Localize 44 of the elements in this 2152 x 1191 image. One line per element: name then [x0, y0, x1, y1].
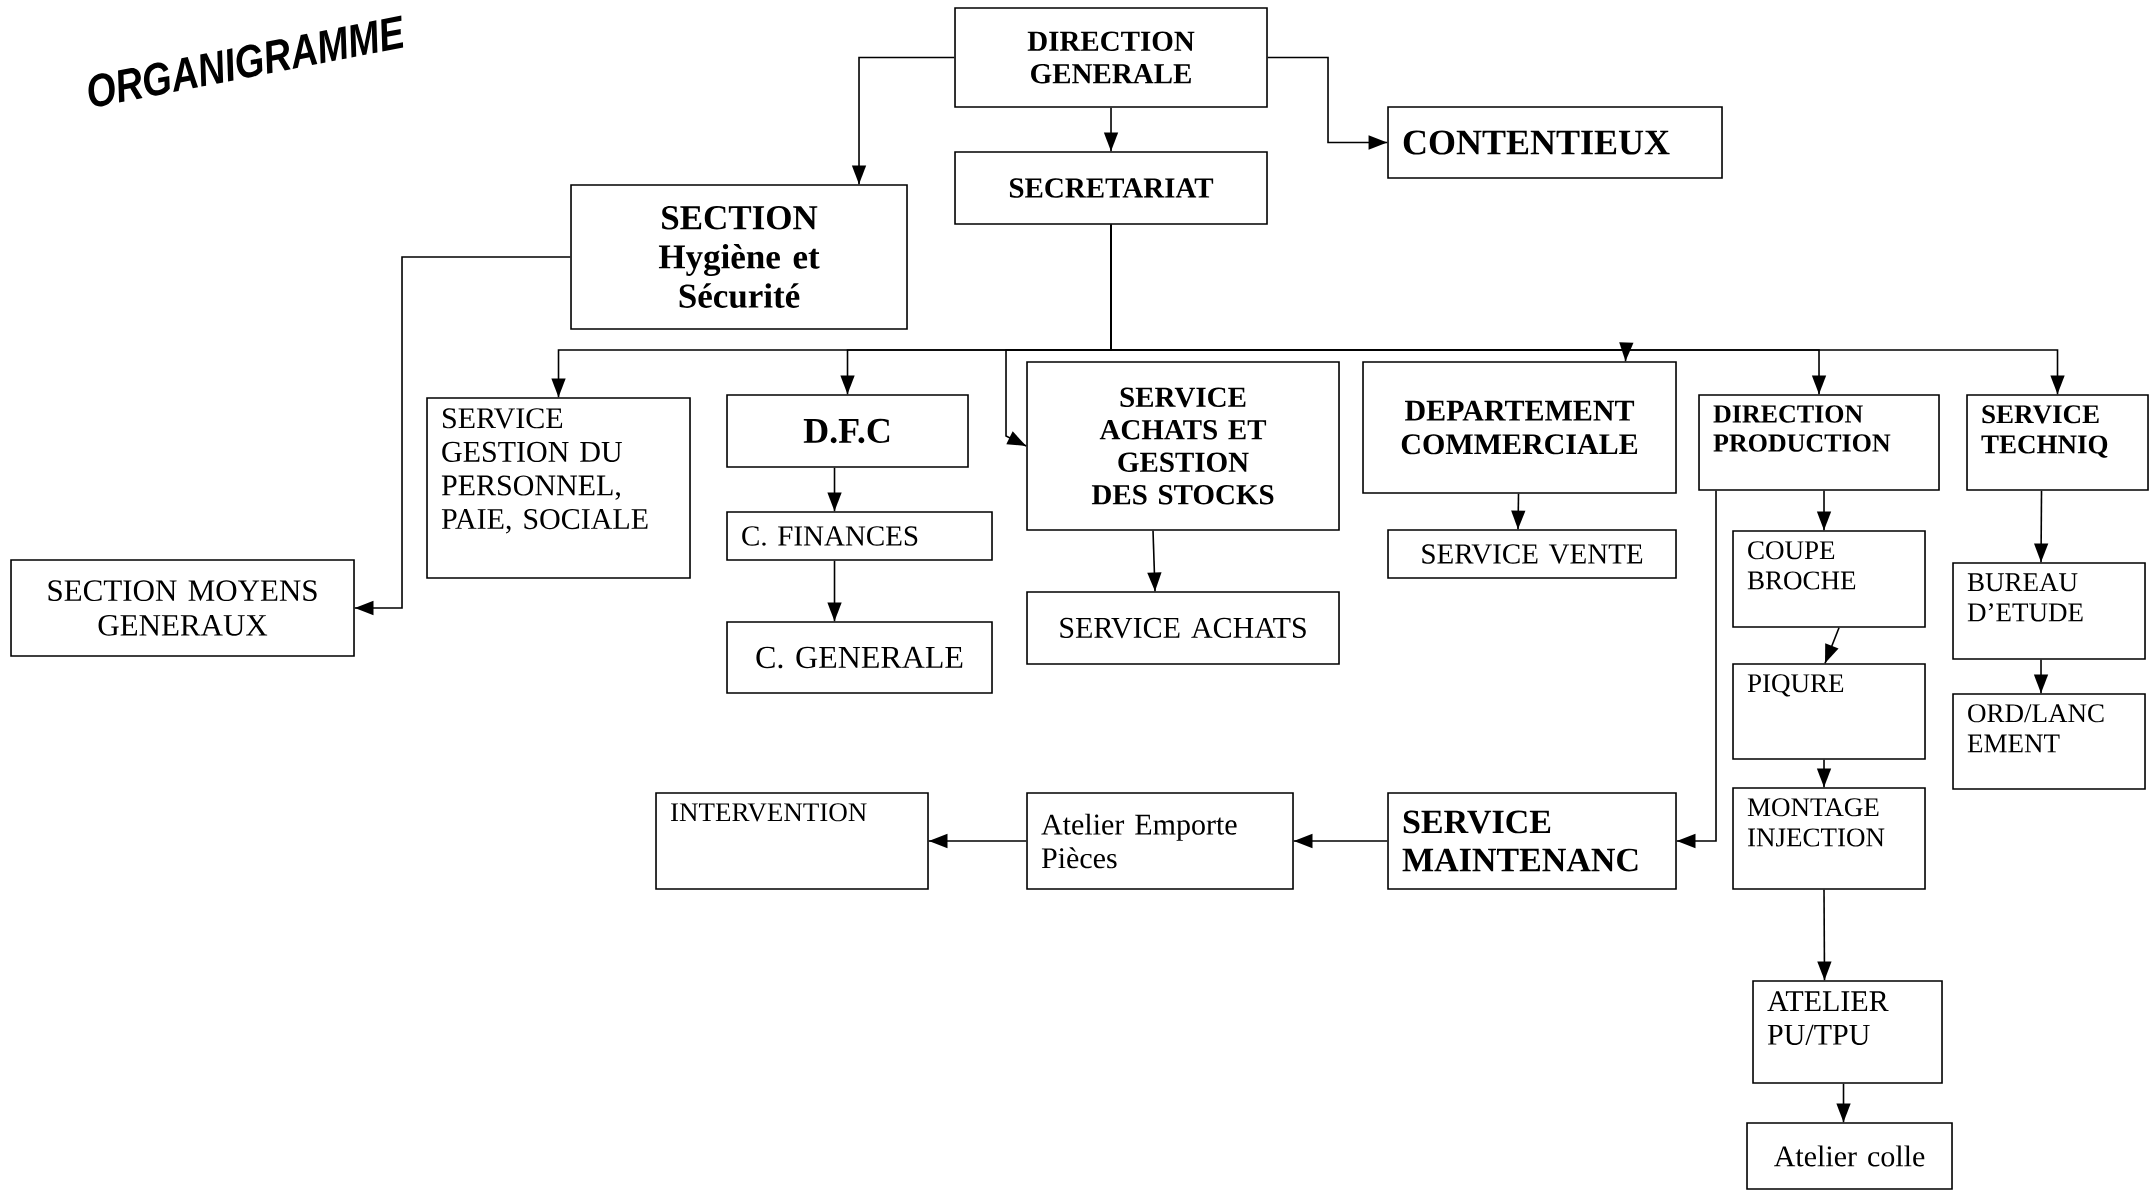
arrow	[1267, 56, 1388, 150]
arrow	[1103, 107, 1119, 152]
arrow	[1511, 493, 1526, 530]
arrow	[851, 56, 955, 185]
arrow	[1816, 490, 1832, 531]
arrow	[827, 560, 842, 622]
org-box: BUREAU D’ETUDE	[1952, 562, 2146, 660]
org-box: DIRECTION GENERALE	[954, 7, 1268, 108]
org-box: DIRECTION PRODUCTION	[1698, 394, 1940, 491]
org-box: Atelier colle	[1746, 1122, 1953, 1190]
org-box: SECTION MOYENS GENERAUX	[10, 559, 355, 657]
org-box: COUPE BROCHE	[1732, 530, 1926, 628]
org-box: SECRETARIAT	[954, 151, 1268, 225]
org-box: SERVICE TECHNIQ	[1966, 394, 2149, 491]
org-box: Atelier Emporte Pièces	[1026, 792, 1294, 890]
org-box: CONTENTIEUX	[1387, 106, 1723, 179]
org-box: ATELIER PU/TPU	[1752, 980, 1943, 1084]
org-box: SECTION Hygiène et Sécurité	[570, 184, 908, 330]
arrow	[1824, 627, 1840, 664]
arrow	[2034, 490, 2049, 563]
arrow	[928, 833, 1027, 849]
arrow	[1110, 224, 2065, 395]
arrow	[1293, 833, 1388, 849]
arrow	[827, 467, 842, 512]
org-box: SERVICE ACHATS ET GESTION DES STOCKS	[1026, 361, 1340, 531]
org-box: SERVICE GESTION DU PERSONNEL, PAIE, SOCIALE	[426, 397, 691, 579]
org-box: DEPARTEMENT COMMERCIALE	[1362, 361, 1677, 494]
org-box: MONTAGE INJECTION	[1732, 787, 1926, 890]
arrow	[1816, 759, 1832, 788]
org-box: C. FINANCES	[726, 511, 993, 561]
arrow	[2033, 659, 2049, 694]
org-box: ORD/LANC EMENT	[1952, 693, 2146, 790]
arrow	[1817, 889, 1832, 981]
arrow	[1147, 530, 1162, 592]
org-box: PIQURE	[1732, 663, 1926, 760]
org-box: C. GENERALE	[726, 621, 993, 694]
org-box: SERVICE VENTE	[1387, 529, 1677, 579]
org-box: D.F.C	[726, 394, 969, 468]
arrow	[1836, 1083, 1851, 1123]
arrow	[354, 256, 571, 616]
arrow	[1676, 490, 1717, 849]
org-box: SERVICE MAINTENANC	[1387, 792, 1677, 890]
org-box: SERVICE ACHATS	[1026, 591, 1340, 665]
org-box: INTERVENTION	[655, 792, 929, 890]
